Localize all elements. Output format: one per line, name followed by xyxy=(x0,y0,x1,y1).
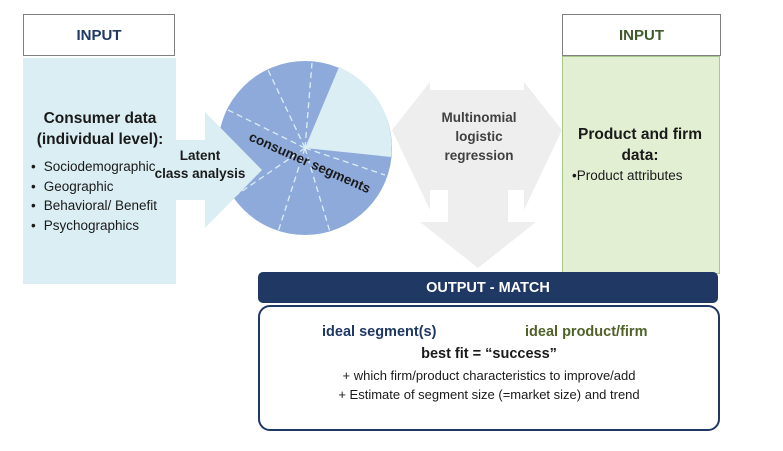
list-item: Sociodemographic xyxy=(31,157,157,177)
latent-line1: Latent xyxy=(179,148,221,163)
consumer-title-line1: Consumer data xyxy=(43,110,157,127)
mnl-line3: regression xyxy=(444,148,514,163)
ideal-product-label: ideal product/firm xyxy=(525,324,648,340)
consumer-title-line2: (individual level): xyxy=(36,131,164,148)
product-title-line2: data: xyxy=(621,147,659,164)
product-data-panel xyxy=(562,56,720,274)
mnl-label: Multinomial logistic regression xyxy=(420,108,538,165)
consumer-data-list: Sociodemographic Geographic Behavioral/ … xyxy=(31,157,157,235)
output-line-improve: + which firm/product characteristics to … xyxy=(342,368,636,383)
product-title-line1: Product and firm xyxy=(577,126,702,143)
output-box xyxy=(258,305,720,431)
output-header: OUTPUT - MATCH xyxy=(258,272,718,303)
mnl-right-arrow xyxy=(524,82,562,210)
latent-class-arrow xyxy=(160,112,262,228)
product-data-title: Product and firm data: xyxy=(565,124,715,166)
list-item: Psychographics xyxy=(31,216,157,236)
mnl-line2: logistic xyxy=(455,129,503,144)
input-header-right: INPUT xyxy=(562,14,721,56)
mnl-line1: Multinomial xyxy=(441,110,517,125)
product-attribute-item: •Product attributes xyxy=(572,168,683,183)
consumer-data-title: Consumer data (individual level): xyxy=(30,108,170,150)
latent-line2: class analysis xyxy=(154,166,246,181)
list-item: Behavioral/ Benefit xyxy=(31,196,157,216)
ideal-segment-label: ideal segment(s) xyxy=(322,324,437,340)
mnl-center-block xyxy=(428,90,526,190)
input-header-left: INPUT xyxy=(23,14,175,56)
consumer-segments-pie xyxy=(218,61,392,235)
best-fit-label: best fit = “success” xyxy=(421,346,557,362)
mnl-left-arrow xyxy=(392,82,430,210)
output-line-estimate: + Estimate of segment size (=market size… xyxy=(338,387,640,402)
latent-class-label: Latent class analysis xyxy=(150,147,250,183)
mnl-down-arrow xyxy=(420,188,536,268)
list-item: Geographic xyxy=(31,177,157,197)
